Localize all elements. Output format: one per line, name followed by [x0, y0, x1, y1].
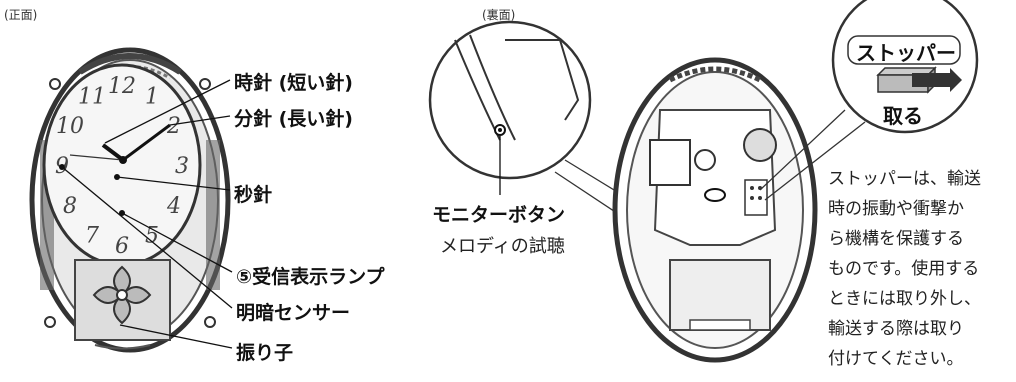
dial-numeral: 2	[166, 114, 181, 139]
minute-hand-label: 分針 (長い針)	[234, 108, 353, 130]
monitor-button-label: モニターボタン	[432, 204, 566, 226]
dial-numeral: 4	[166, 194, 181, 219]
note-line: ら機構を保護する	[828, 229, 964, 249]
receive-lamp-label: ⑤受信表示ランプ	[236, 266, 385, 288]
note-line: ストッパーは、輸送	[828, 169, 981, 189]
hour-hand-label: 時針 (短い針)	[234, 72, 353, 94]
monitor-magnifier	[428, 20, 592, 180]
stopper-magnifier	[831, 0, 979, 134]
back-caption: (裏面)	[482, 8, 516, 22]
minute-hand-shape	[122, 123, 171, 162]
stopper-label-box	[847, 35, 961, 65]
speaker-grill	[743, 128, 777, 162]
light-sensor-label: 明暗センサー	[236, 302, 351, 324]
dial-numeral: 1	[145, 85, 159, 110]
dial-numeral: 10	[56, 114, 84, 139]
note-line: 付けてください。	[828, 349, 964, 369]
dial-numeral: 5	[145, 223, 159, 248]
dial-numeral: 12	[108, 74, 136, 99]
stopper-block	[876, 66, 962, 94]
back-monitor-button	[704, 188, 726, 202]
note-line: 輸送する際は取り	[828, 319, 964, 339]
dial-numeral: 8	[63, 194, 77, 219]
note-line: 時の振動や衝撃か	[828, 199, 964, 219]
stopper-label: ストッパー	[856, 41, 956, 65]
dial-numeral: 11	[78, 85, 106, 110]
note-line: ものです。使用する	[828, 259, 980, 279]
second-hand-shape	[69, 154, 124, 161]
monitor-button-sublabel: メロディの試聴	[440, 236, 565, 257]
pendulum-ornament	[92, 265, 152, 325]
stopper-note: ストッパーは、輸送 時の振動や衝撃か ら機構を保護する ものです。使用する とき…	[828, 164, 1013, 374]
stopper-remove-label: 取る	[883, 104, 923, 128]
hour-hand-shape	[101, 143, 125, 162]
front-caption: (正面)	[4, 8, 38, 22]
dial-numeral: 3	[175, 154, 189, 179]
second-hand-label: 秒針	[234, 184, 273, 206]
dial-numeral: 6	[115, 234, 129, 259]
note-line: ときには取り外し、	[828, 289, 981, 309]
pendulum-label: 振り子	[236, 342, 294, 364]
dial-numeral: 7	[85, 223, 99, 248]
